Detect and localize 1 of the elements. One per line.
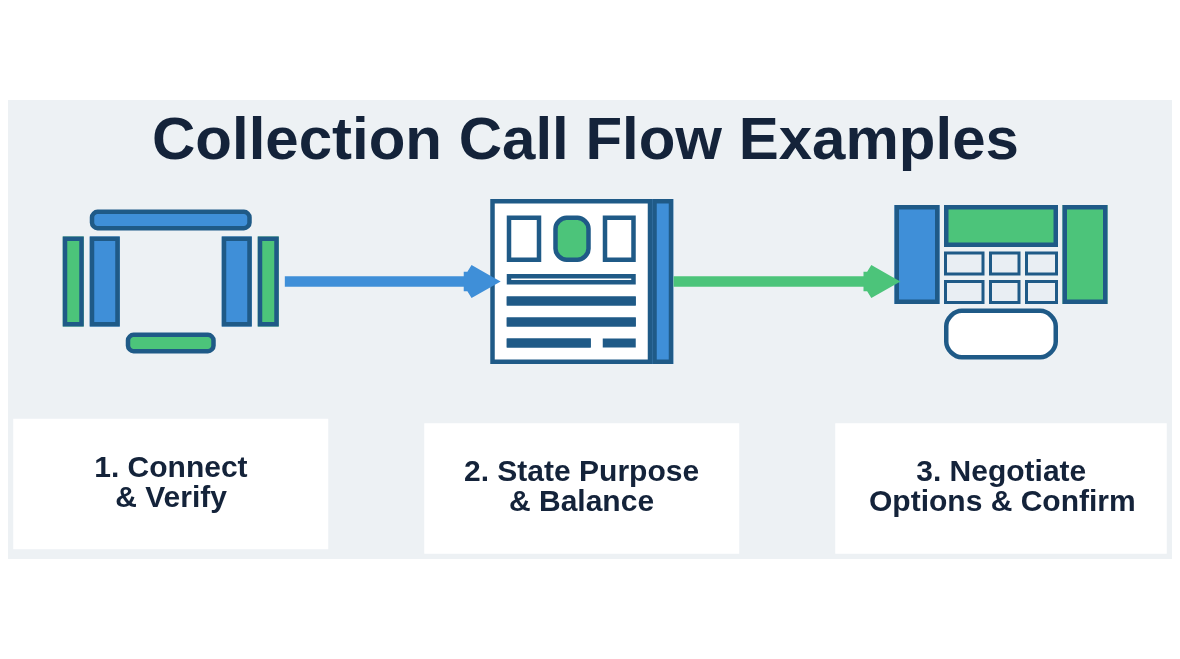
diagram-title: Collection Call Flow Examples xyxy=(152,104,1019,172)
